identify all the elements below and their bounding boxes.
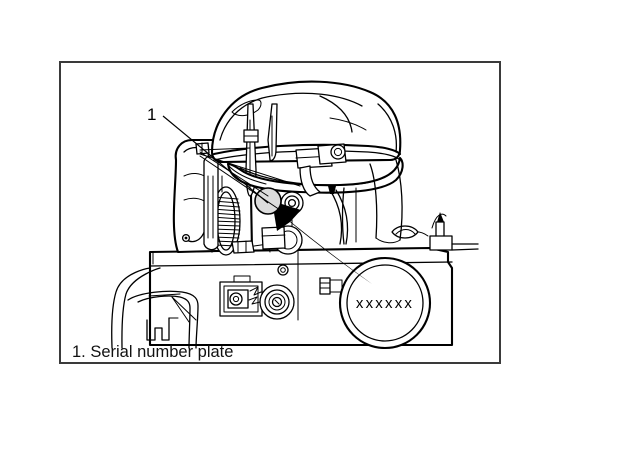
- right-engine-side: [328, 159, 403, 245]
- mid-cylinder: [203, 155, 219, 251]
- callout-1: 1: [147, 105, 269, 204]
- center-block: [261, 226, 286, 250]
- serial-number-plate: xxxxxx: [338, 256, 432, 350]
- figure-caption: 1. Serial number plate: [72, 343, 233, 361]
- secondary-leader-lines: [199, 147, 301, 215]
- right-lower-fittings: [391, 212, 479, 251]
- callout-leader-line: [162, 115, 269, 204]
- rim-clamp: [295, 143, 347, 197]
- callout-number: 1: [147, 105, 156, 124]
- highlight-target-circle: [254, 187, 282, 215]
- serial-plate-text: xxxxxx: [356, 295, 414, 312]
- curved-hose: [226, 156, 404, 194]
- engine-cowling: [210, 80, 402, 164]
